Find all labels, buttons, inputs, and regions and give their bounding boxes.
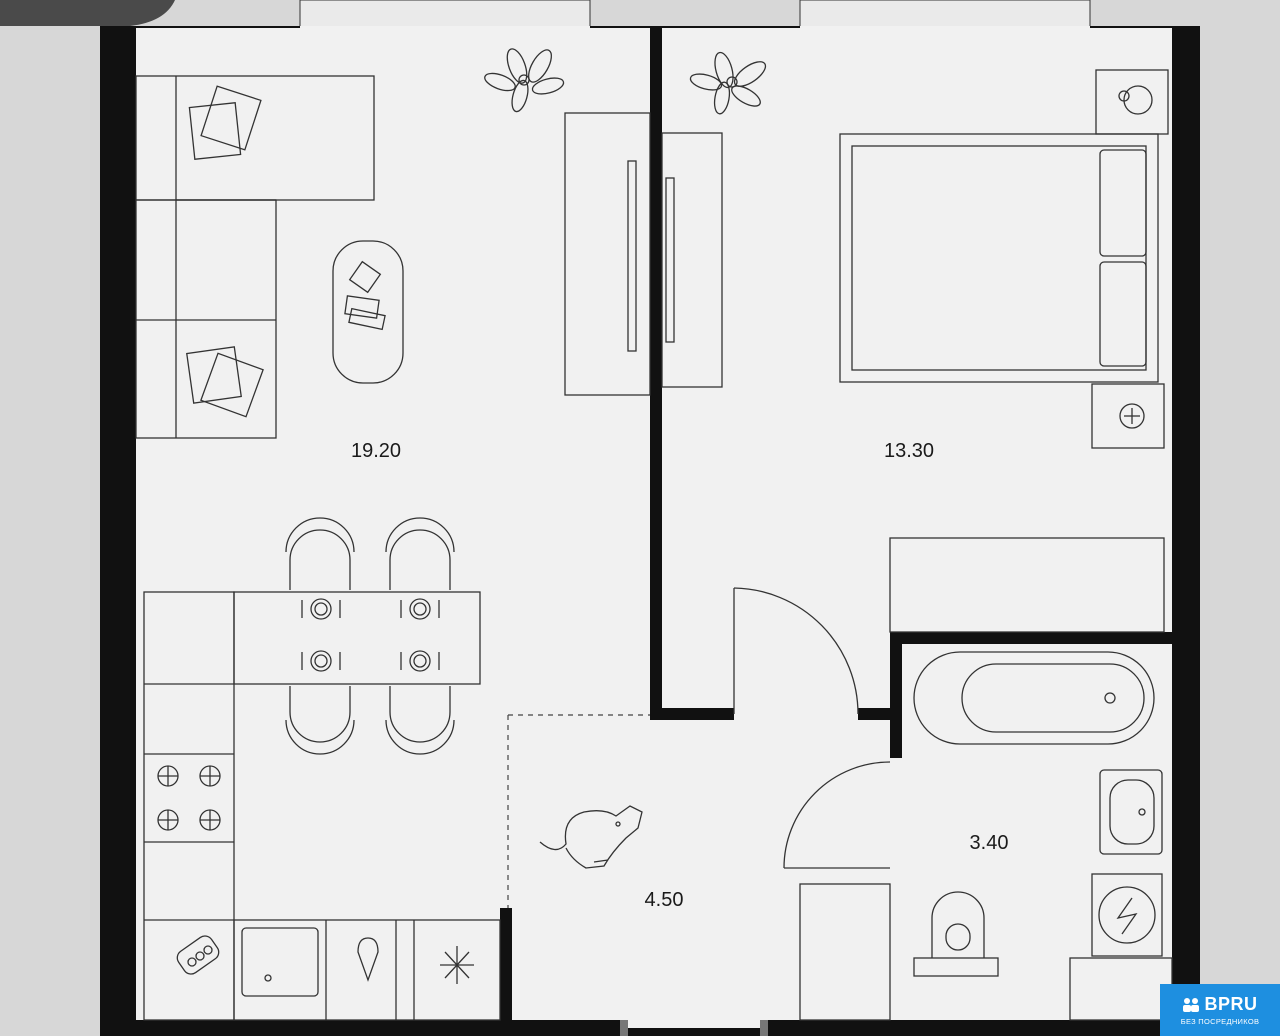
wardrobe-icon bbox=[564, 112, 723, 396]
pillow-icon bbox=[188, 85, 262, 160]
stove-icon bbox=[157, 765, 221, 831]
chair-icon bbox=[285, 686, 355, 755]
dishwasher-icon bbox=[176, 935, 220, 975]
pillow-icon bbox=[186, 346, 264, 418]
bedroom-area: 13.30 bbox=[884, 440, 934, 462]
bpru-badge[interactable]: BPRU БЕЗ ПОСРЕДНИКОВ bbox=[1160, 984, 1280, 1036]
interior-walls bbox=[100, 28, 1200, 1036]
nightstand-icon bbox=[1091, 383, 1165, 449]
sofa-icon bbox=[135, 75, 375, 439]
badge-tagline: БЕЗ ПОСРЕДНИКОВ bbox=[1180, 1017, 1260, 1026]
chair-icon bbox=[385, 517, 455, 590]
people-icon bbox=[1183, 997, 1200, 1012]
plant-icon bbox=[689, 51, 767, 115]
toilet-icon bbox=[913, 891, 999, 977]
door-swing-icon bbox=[733, 587, 859, 715]
kitchen-counter bbox=[143, 591, 501, 1021]
fridge-icon bbox=[440, 946, 474, 984]
plate-icon bbox=[301, 598, 341, 620]
plate-icon bbox=[400, 650, 440, 672]
bathroom-area: 3.40 bbox=[970, 832, 1009, 854]
bathtub-icon bbox=[913, 651, 1155, 745]
washbasin-icon bbox=[1099, 769, 1163, 855]
chair-icon bbox=[285, 517, 355, 590]
plate-icon bbox=[400, 598, 440, 620]
hallway-area: 4.50 bbox=[645, 889, 684, 911]
chair-icon bbox=[385, 686, 455, 755]
zone-boundary bbox=[507, 714, 650, 908]
bed-icon bbox=[839, 133, 1159, 383]
coffee-table-icon bbox=[332, 240, 404, 384]
dog-icon bbox=[539, 805, 643, 869]
sink-icon bbox=[241, 927, 379, 997]
living-room-area: 19.20 bbox=[351, 440, 401, 462]
washing-machine-icon bbox=[1091, 873, 1163, 957]
door-swing-icon bbox=[783, 761, 891, 869]
dining-table-icon bbox=[233, 591, 481, 685]
badge-name: BPRU bbox=[1204, 994, 1258, 1014]
plate-icon bbox=[301, 650, 341, 672]
nightstand-icon bbox=[1095, 69, 1169, 135]
plant-icon bbox=[484, 48, 565, 113]
